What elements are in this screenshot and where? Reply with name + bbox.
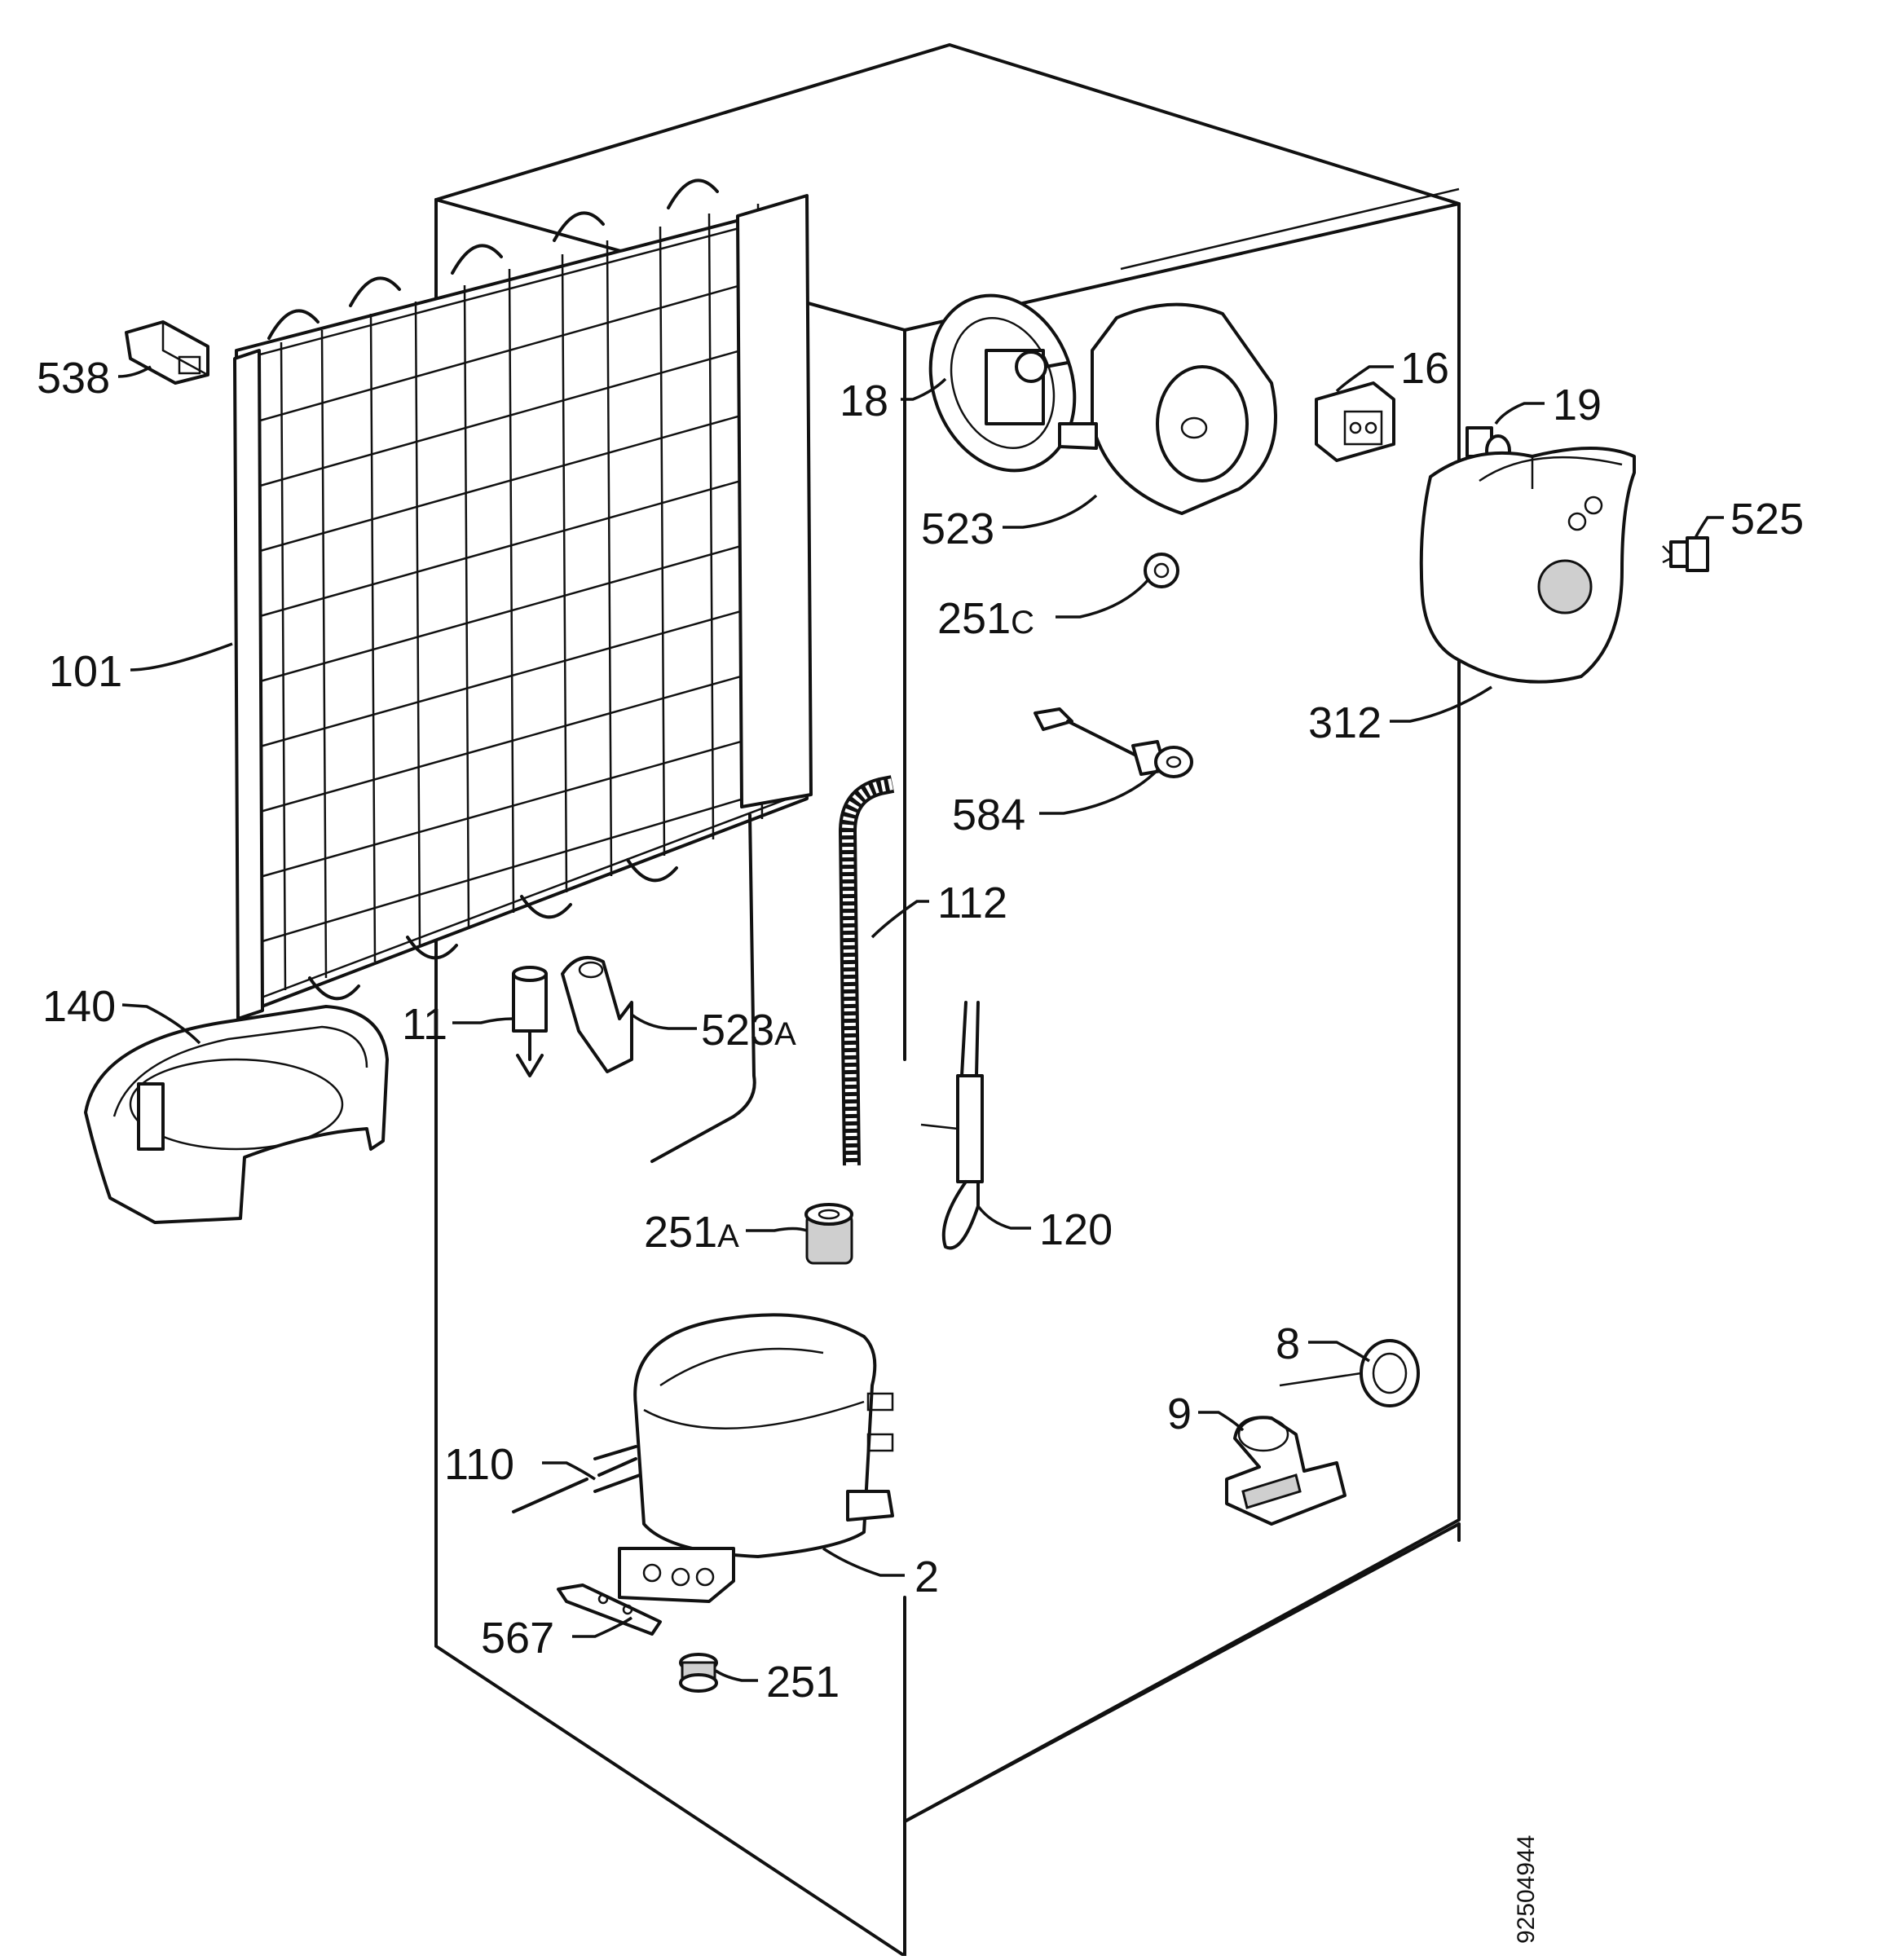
part-16-switch [1315, 381, 1395, 462]
label-525: 525 [1730, 495, 1804, 544]
label-8: 8 [1276, 1319, 1300, 1368]
label-523a-number: 523 [701, 1006, 774, 1055]
part-18-fan-motor [928, 293, 1077, 473]
part-110-tubes [512, 1445, 641, 1513]
label-523: 523 [921, 504, 994, 553]
part-140-drip-tray [84, 1005, 389, 1224]
label-251: 251 [766, 1658, 840, 1707]
label-16: 16 [1400, 344, 1449, 393]
label-110: 110 [444, 1440, 514, 1489]
part-2-compressor [618, 1313, 894, 1603]
part-112-drain-hose [838, 775, 895, 1166]
part-11-valve [512, 966, 548, 1077]
label-251a: 251A [644, 1208, 739, 1257]
condenser-101 [233, 178, 813, 1020]
part-584-cable [1034, 707, 1193, 778]
label-18: 18 [840, 377, 888, 425]
label-523a: 523A [701, 1006, 796, 1055]
leader-lines [117, 365, 1724, 1682]
part-523a-bracket [561, 956, 633, 1073]
part-523-fan-housing [1058, 302, 1277, 515]
label-120: 120 [1039, 1205, 1113, 1254]
label-251a-suffix: A [717, 1218, 739, 1254]
part-251-grommet [679, 1653, 718, 1693]
part-251a-grommet [804, 1203, 853, 1265]
label-584: 584 [952, 791, 1025, 839]
part-9-thermostat-housing [1225, 1416, 1346, 1526]
capillary-tube [650, 813, 756, 1163]
part-538-clip [125, 320, 209, 385]
label-2: 2 [915, 1553, 939, 1601]
label-19: 19 [1553, 381, 1602, 429]
label-251c-suffix: C [1011, 605, 1034, 641]
part-567-plate [557, 1583, 662, 1636]
label-101: 101 [49, 647, 122, 696]
part-120-heater [920, 1001, 984, 1250]
label-251a-number: 251 [644, 1208, 717, 1257]
part-525-sensor [1662, 536, 1709, 572]
label-538: 538 [37, 354, 110, 403]
label-523a-suffix: A [774, 1016, 796, 1052]
part-labels: 538 101 140 11 523A 18 523 16 19 525 251… [37, 344, 1804, 1707]
part-251c-nut [1144, 553, 1179, 588]
label-251c-number: 251 [937, 594, 1011, 643]
label-312: 312 [1308, 698, 1382, 747]
label-9: 9 [1167, 1390, 1192, 1438]
label-112: 112 [937, 879, 1007, 927]
drawing-id: 92504944 [1513, 1835, 1540, 1944]
part-312-lamp-cover [1419, 447, 1636, 684]
label-140: 140 [42, 982, 116, 1031]
part-8-thermostat [1279, 1339, 1420, 1407]
part-19-lamp [1465, 426, 1511, 467]
label-11: 11 [402, 1000, 447, 1049]
label-251c: 251C [937, 594, 1034, 643]
label-567: 567 [481, 1614, 554, 1663]
